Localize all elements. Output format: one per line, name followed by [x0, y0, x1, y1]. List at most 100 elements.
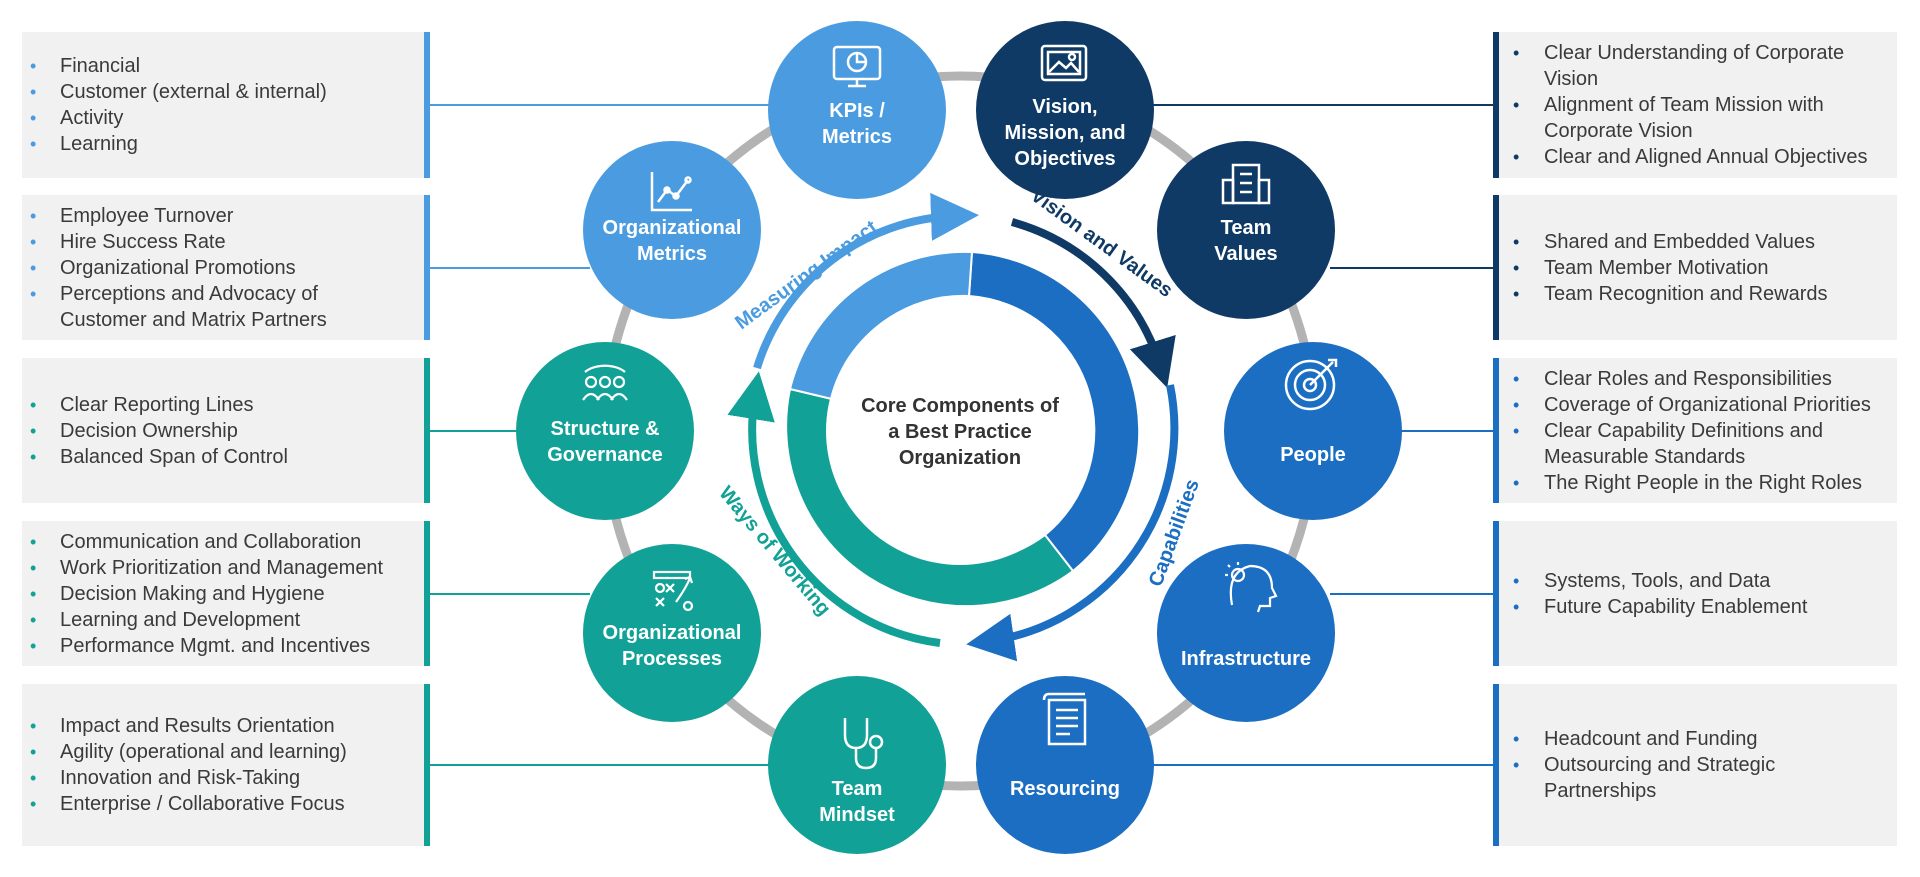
left-box-kpis: Financial Customer (external & internal)… [22, 32, 430, 178]
circle-bg [516, 342, 694, 520]
circle-structure-governance: Structure & Governance [516, 342, 694, 520]
left-box-processes: Communication and Collaboration Work Pri… [22, 521, 430, 666]
list-item: Performance Mgmt. and Incentives [30, 633, 424, 659]
list-item: Decision Ownership [30, 418, 424, 444]
bullet-list: Clear Roles and Responsibilities Coverag… [1499, 366, 1897, 496]
building-icon [1221, 163, 1271, 205]
list-item: Clear Understanding of Corporate [1513, 40, 1891, 66]
circle-team-mindset: Team Mindset [768, 676, 946, 854]
list-item: Hire Success Rate [30, 229, 424, 255]
list-item: Outsourcing and Strategic [1513, 752, 1891, 778]
bullet-list: Systems, Tools, and Data Future Capabili… [1499, 568, 1897, 620]
bullet-list: Employee Turnover Hire Success Rate Orga… [22, 203, 424, 333]
circle-label: Organizational [603, 217, 742, 239]
circle-label: Team [1221, 217, 1272, 239]
center-title-line2: a Best Practice [888, 421, 1031, 443]
circle-bg [976, 21, 1154, 199]
head-lightbulb-icon [1225, 562, 1278, 613]
list-item: Learning and Development [30, 607, 424, 633]
circle-people: People [1224, 342, 1402, 520]
circle-label: Metrics [637, 243, 707, 265]
circle-bg [1157, 544, 1335, 722]
circle-bg [1224, 342, 1402, 520]
right-box-resourcing: Headcount and Funding Outsourcing and St… [1493, 684, 1897, 846]
bullet-list: Shared and Embedded Values Team Member M… [1499, 229, 1897, 307]
donut-hole [826, 297, 1094, 565]
right-box-values: Shared and Embedded Values Team Member M… [1493, 195, 1897, 340]
circle-organizational-processes: Organizational Processes [583, 544, 761, 722]
list-item: Customer (external & internal) [30, 79, 424, 105]
document-scroll-icon [1042, 692, 1087, 746]
circle-label: Structure & [551, 418, 660, 440]
list-item: Clear and Aligned Annual Objectives [1513, 144, 1891, 170]
list-item: Impact and Results Orientation [30, 713, 424, 739]
circle-label: Mindset [819, 804, 895, 826]
list-item: Customer and Matrix Partners [60, 308, 327, 331]
list-item: Organizational Promotions [30, 255, 424, 281]
arrow-capabilities [966, 384, 1179, 662]
strategy-play-icon [652, 570, 694, 612]
center-donut [785, 250, 1141, 608]
circle-resourcing: Resourcing [976, 676, 1154, 854]
circle-organizational-metrics: Organizational Metrics [583, 141, 761, 319]
list-item: Balanced Span of Control [30, 444, 424, 470]
right-box-infrastructure: Systems, Tools, and Data Future Capabili… [1493, 521, 1897, 666]
list-item: Coverage of Organizational Priorities [1513, 392, 1891, 418]
bullet-list: Financial Customer (external & internal)… [22, 53, 424, 157]
list-item: The Right People in the Right Roles [1513, 470, 1891, 496]
target-icon [1284, 358, 1338, 411]
list-item: Enterprise / Collaborative Focus [30, 791, 424, 817]
connector-lines [430, 104, 1493, 766]
list-item: Team Member Motivation [1513, 255, 1891, 281]
list-item: Corporate Vision [1544, 120, 1693, 142]
list-item: Team Recognition and Rewards [1513, 281, 1891, 307]
circle-label: Governance [547, 444, 663, 466]
list-item: Financial [30, 53, 424, 79]
list-item: Agility (operational and learning) [30, 739, 424, 765]
list-item: Partnerships [1544, 780, 1657, 802]
arrow-ways-of-working [727, 371, 941, 647]
list-item: Future Capability Enablement [1513, 594, 1891, 620]
circle-label: Vision, [1032, 96, 1097, 118]
left-box-mindset: Impact and Results Orientation Agility (… [22, 684, 430, 846]
people-group-icon [582, 364, 628, 401]
list-item: Vision [1544, 68, 1599, 90]
list-item: Innovation and Risk-Taking [30, 765, 424, 791]
right-box-people: Clear Roles and Responsibilities Coverag… [1493, 358, 1897, 503]
circle-label: Metrics [822, 126, 892, 148]
list-item: Alignment of Team Mission with [1513, 92, 1891, 118]
circle-label: Values [1214, 243, 1277, 265]
list-item: Headcount and Funding [1513, 726, 1891, 752]
circle-bg [583, 141, 761, 319]
circle-bg [583, 544, 761, 722]
right-box-vision: Clear Understanding of Corporate Vision … [1493, 32, 1897, 178]
arrow-measuring-impact [753, 192, 979, 370]
circle-label: Processes [622, 648, 722, 670]
line-chart-icon [650, 172, 692, 212]
list-item: Measurable Standards [1544, 445, 1746, 468]
arrow-vision-and-values [1010, 218, 1176, 388]
circle-kpis-metrics: KPIs / Metrics [768, 21, 946, 199]
bullet-list: Clear Understanding of Corporate Vision … [1499, 40, 1897, 170]
bullet-list: Clear Reporting Lines Decision Ownership… [22, 392, 424, 470]
list-item: Learning [30, 131, 424, 157]
left-box-structure: Clear Reporting Lines Decision Ownership… [22, 358, 430, 503]
bullet-list: Headcount and Funding Outsourcing and St… [1499, 726, 1897, 804]
circle-label: Organizational [603, 622, 742, 644]
left-box-org-metrics: Employee Turnover Hire Success Rate Orga… [22, 195, 430, 340]
stethoscope-icon [843, 718, 884, 770]
center-title-line3: Organization [899, 447, 1021, 469]
circle-bg [976, 676, 1154, 854]
list-item: Perceptions and Advocacy of [30, 281, 424, 307]
circle-label: Objectives [1014, 148, 1115, 170]
presentation-chart-icon [832, 45, 882, 88]
center-title-line1: Core Components of [861, 395, 1059, 417]
list-item: Clear Capability Definitions and [1513, 418, 1891, 444]
list-item: Employee Turnover [30, 203, 424, 229]
list-item: Work Prioritization and Management [30, 555, 424, 581]
list-item: Communication and Collaboration [30, 529, 424, 555]
list-item: Clear Reporting Lines [30, 392, 424, 418]
bullet-list: Impact and Results Orientation Agility (… [22, 713, 424, 817]
list-item: Shared and Embedded Values [1513, 229, 1891, 255]
